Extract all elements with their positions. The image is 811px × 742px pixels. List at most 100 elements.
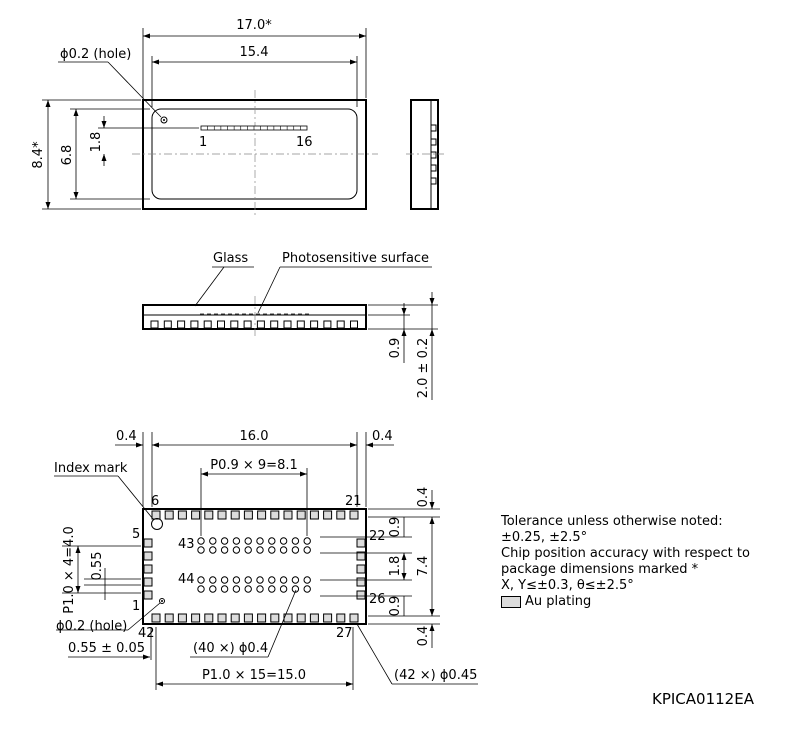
dim-side-small: 0.9 [388, 338, 403, 359]
arrowhead [350, 59, 357, 65]
note-line-1: Tolerance unless otherwise noted: [501, 514, 723, 529]
arrowhead [300, 471, 307, 477]
arrowhead [429, 624, 435, 631]
ball [256, 537, 264, 545]
photodiode-segments [207, 126, 301, 130]
pad-bottom [309, 613, 319, 623]
ball [268, 585, 276, 593]
arrowhead [429, 329, 435, 336]
bottom-view: Index mark ϕ0.2 (hole) 1 5 6 21 22 26 27… [54, 429, 478, 690]
ball [256, 546, 264, 554]
ball [279, 537, 288, 545]
pin-label-27: 27 [336, 626, 353, 641]
pad-bottom [164, 613, 174, 623]
dim-ball-diameter: (40 ×) ϕ0.4 [193, 641, 268, 656]
front-pin [323, 320, 332, 329]
arrowhead [152, 59, 159, 65]
arrowhead [401, 573, 407, 580]
pad-bottom [336, 613, 346, 623]
pad-top [257, 510, 267, 520]
pad-top [191, 510, 201, 520]
pad-top [323, 510, 333, 520]
dim-left-pitch: P1.0 × 4=4.0 [62, 526, 77, 614]
pad-left [143, 577, 153, 587]
dim-offset: 1.8 [89, 132, 104, 153]
ball [279, 576, 288, 584]
dim-overall-height: 8.4* [31, 141, 46, 169]
pin-label-6: 6 [151, 494, 159, 509]
pad-top [177, 510, 187, 520]
dim-left-margin: 0.4 [116, 429, 137, 444]
ball [244, 585, 252, 593]
side-pin [430, 151, 437, 159]
dim-ball-pitch: P0.9 × 9=8.1 [210, 458, 298, 473]
surface-label: Photosensitive surface [282, 251, 429, 266]
pad-bottom [296, 613, 306, 623]
front-pin [203, 320, 212, 329]
pad-left [143, 538, 153, 548]
hole-leader [127, 602, 161, 631]
au-plating-swatch [501, 595, 521, 608]
side-pin [430, 124, 437, 132]
dim-bottom-pitch: P1.0 × 15=15.0 [202, 668, 306, 683]
surface-leader [257, 266, 281, 314]
ball [220, 546, 229, 554]
ball [197, 537, 205, 545]
hole-center [163, 119, 165, 121]
pad-bottom [177, 613, 187, 623]
arrowhead [401, 308, 407, 315]
document-code: KPICA0112EA [652, 690, 754, 708]
arrowhead [156, 681, 163, 687]
pad-right [356, 551, 366, 561]
arrowhead [429, 502, 435, 509]
arrowhead [75, 546, 81, 553]
pad-top [349, 510, 359, 520]
ball [209, 546, 217, 554]
pad-top [336, 510, 346, 520]
pixel-start-label: 1 [199, 135, 207, 150]
side-pin [430, 164, 437, 172]
arrowhead [143, 654, 150, 660]
ball [303, 546, 311, 554]
pad-bottom [257, 613, 267, 623]
ball [209, 585, 217, 593]
pin-label-26: 26 [369, 592, 386, 607]
ball-array [197, 537, 311, 593]
front-pin [230, 320, 239, 329]
arrowhead [401, 553, 407, 560]
ball [268, 537, 276, 545]
ball [291, 576, 300, 584]
hole-label-bottom: ϕ0.2 (hole) [56, 619, 127, 634]
pad-bottom [270, 613, 280, 623]
ball [244, 576, 252, 584]
front-pin [336, 320, 345, 329]
hole-mark [159, 598, 165, 604]
ball [232, 576, 241, 584]
dim-right-margin: 0.4 [372, 429, 393, 444]
side-view-front: Glass Photosensitive surface 0.9 2.0 ± 0… [142, 251, 438, 400]
dim-right-bottom: 0.4 [416, 626, 431, 647]
pad-top [204, 510, 214, 520]
front-pins [150, 320, 358, 329]
hole-leader [107, 61, 162, 118]
ball [303, 576, 311, 584]
arrowhead [359, 33, 366, 39]
side-pin [430, 138, 437, 146]
pad-bottom [230, 613, 240, 623]
pin-label-5: 5 [132, 527, 140, 542]
ball [244, 546, 252, 554]
note-line-5: X, Y≤±0.3, θ≤±2.5° [501, 578, 634, 593]
note-line-4: package dimensions marked * [501, 562, 699, 577]
tolerance-notes: Tolerance unless otherwise noted: ±0.25,… [501, 514, 750, 610]
pixel-end-label: 16 [296, 135, 313, 150]
glass-leader [194, 266, 225, 307]
index-mark-leader [117, 475, 154, 520]
ball [232, 546, 241, 554]
front-pin [256, 320, 265, 329]
pad-left [143, 551, 153, 561]
front-pin [190, 320, 199, 329]
pad-bottom [243, 613, 253, 623]
ball [209, 576, 217, 584]
arrowhead [45, 100, 51, 107]
ball [303, 537, 311, 545]
